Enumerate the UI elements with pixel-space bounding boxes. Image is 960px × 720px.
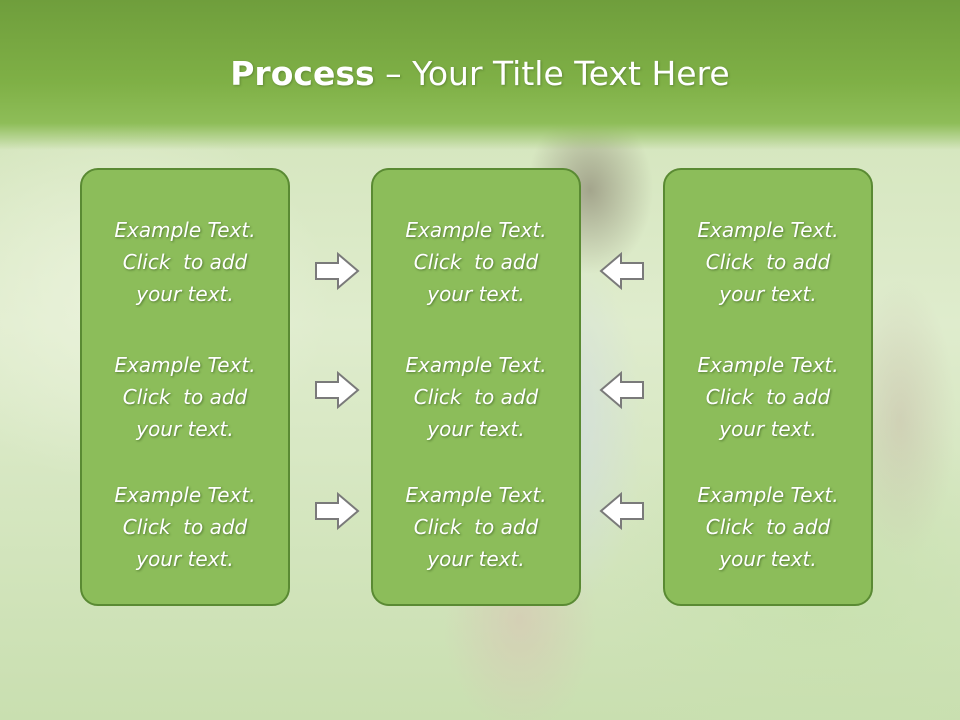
text-line: your text. [136,417,234,441]
text-line: Example Text. [405,483,547,507]
text-line: Example Text. [697,353,839,377]
text-line: Example Text. [405,353,547,377]
right-arrow-icon [315,370,360,410]
title-bar [0,0,960,150]
title-bold: Process [230,54,375,93]
text-line: Click to add [122,250,248,274]
text-line: Click to add [413,515,539,539]
text-line: Click to add [705,385,831,409]
left-arrow-icon [599,251,644,291]
text-line: Example Text. [114,483,256,507]
text-line: Example Text. [405,218,547,242]
text-block[interactable]: Example Text. Click to add your text. [665,214,871,310]
text-line: Click to add [413,385,539,409]
text-line: your text. [719,282,817,306]
text-block[interactable]: Example Text. Click to add your text. [82,479,288,575]
right-arrow-icon [315,251,360,291]
text-line: Click to add [122,515,248,539]
text-line: Click to add [705,250,831,274]
right-arrow-icon [315,491,360,531]
text-line: Example Text. [697,218,839,242]
process-box-3[interactable]: Example Text. Click to add your text. Ex… [663,168,873,606]
text-line: your text. [427,547,525,571]
text-block[interactable]: Example Text. Click to add your text. [82,214,288,310]
slide-title[interactable]: Process – Your Title Text Here [0,54,960,94]
text-line: Example Text. [114,218,256,242]
text-block[interactable]: Example Text. Click to add your text. [373,349,579,445]
text-line: your text. [136,282,234,306]
text-block[interactable]: Example Text. Click to add your text. [665,349,871,445]
title-rest: – Your Title Text Here [374,54,730,93]
process-box-2[interactable]: Example Text. Click to add your text. Ex… [371,168,581,606]
text-line: your text. [136,547,234,571]
text-block[interactable]: Example Text. Click to add your text. [373,214,579,310]
text-block[interactable]: Example Text. Click to add your text. [665,479,871,575]
text-line: Example Text. [114,353,256,377]
text-line: Click to add [122,385,248,409]
process-box-1[interactable]: Example Text. Click to add your text. Ex… [80,168,290,606]
text-line: your text. [719,417,817,441]
text-line: your text. [719,547,817,571]
text-block[interactable]: Example Text. Click to add your text. [373,479,579,575]
text-line: Click to add [413,250,539,274]
text-line: Example Text. [697,483,839,507]
left-arrow-icon [599,491,644,531]
text-line: Click to add [705,515,831,539]
text-line: your text. [427,282,525,306]
text-line: your text. [427,417,525,441]
left-arrow-icon [599,370,644,410]
text-block[interactable]: Example Text. Click to add your text. [82,349,288,445]
